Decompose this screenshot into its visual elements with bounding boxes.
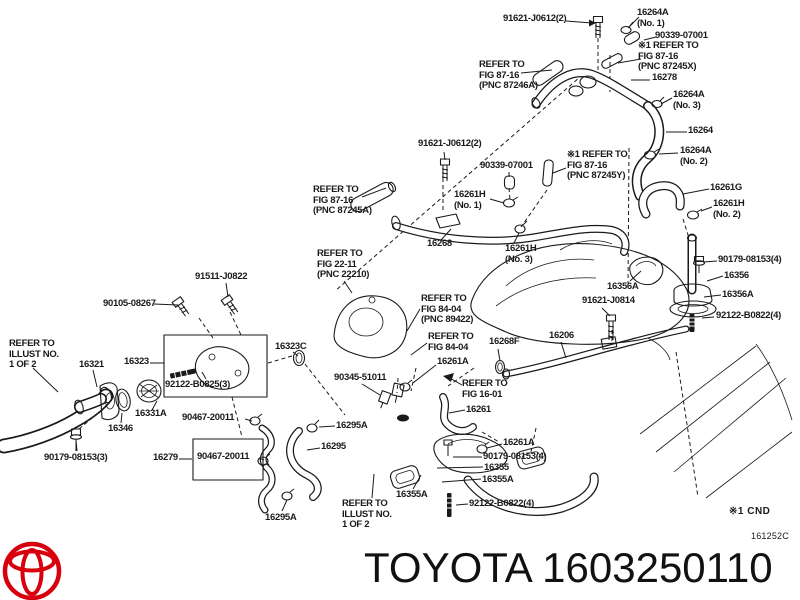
- arrow-icon: [589, 19, 596, 27]
- footnote-cnd: ※1 CND: [729, 506, 771, 517]
- bolt-icon: [220, 294, 239, 315]
- dashed-assembly-lines: [78, 38, 699, 498]
- sensor-icon: [391, 382, 405, 403]
- bolt-icon: [592, 15, 604, 38]
- hose-clamps: [249, 21, 703, 501]
- clamp-icon: [514, 220, 528, 234]
- sensor-icon: [378, 390, 392, 409]
- clamp-icon: [476, 441, 490, 454]
- clamp-icon: [257, 453, 271, 466]
- small-cylinder-icon: [623, 31, 641, 45]
- clamp-icon: [620, 21, 634, 35]
- plug-icon: [397, 414, 409, 422]
- stud-icon: [446, 493, 452, 517]
- clamp-icon: [306, 419, 320, 433]
- clamp-icon: [686, 208, 703, 220]
- hoses-and-pipes: [0, 53, 698, 516]
- leader-lines: [32, 16, 724, 512]
- engine-outline: [74, 240, 793, 499]
- footer-part-number: TOYOTA 1603250110: [364, 544, 773, 591]
- clamp-icon: [281, 488, 295, 501]
- small-cylinder-icon: [503, 175, 516, 190]
- clamp-icon: [399, 379, 413, 392]
- fasteners: [69, 15, 706, 517]
- bolt-icon: [439, 158, 451, 181]
- bolt-icon: [605, 314, 617, 340]
- clamp-icon: [502, 196, 519, 208]
- bolt-icon: [443, 439, 453, 456]
- bolt-icon: [171, 296, 190, 317]
- arrow-icon: [443, 373, 454, 382]
- toyota-logo: [2, 541, 62, 600]
- bolt-icon: [692, 255, 706, 273]
- grouping-boxes: [163, 334, 268, 481]
- diagram-code: 161252C: [751, 531, 789, 541]
- stud-icon: [689, 314, 695, 332]
- clamp-icon: [249, 413, 263, 426]
- clamp-icon: [643, 148, 660, 160]
